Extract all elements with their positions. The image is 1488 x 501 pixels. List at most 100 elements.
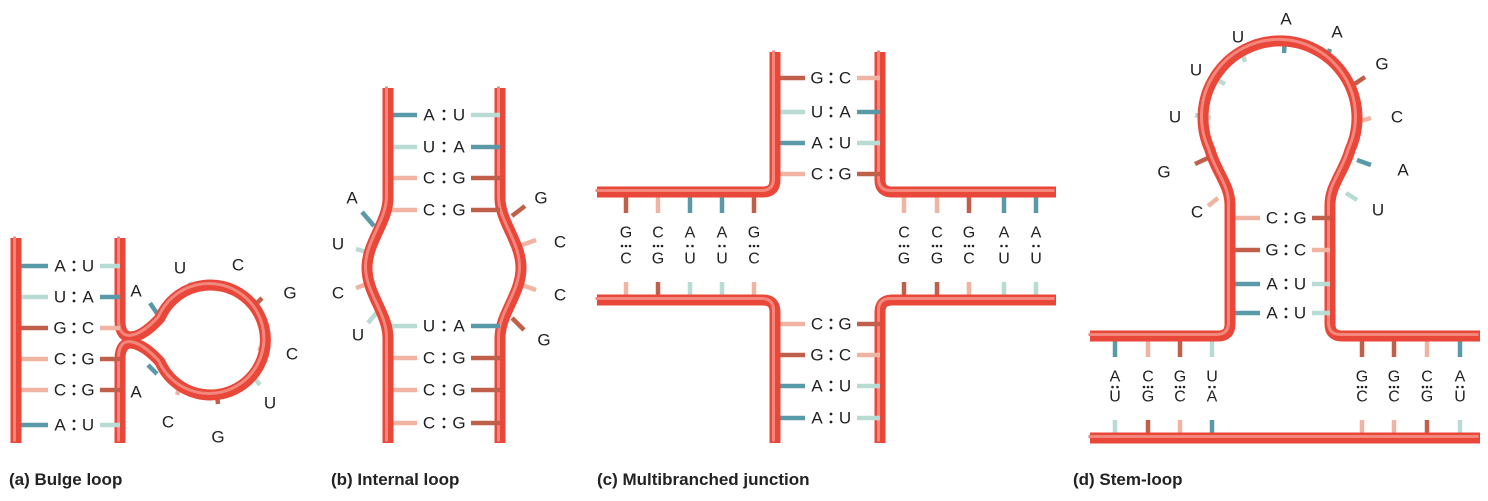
pair-bond-dot (1285, 287, 1288, 290)
pair-bond-dot (1426, 386, 1429, 389)
pair-bond-dot (1397, 386, 1400, 389)
pair-bond-dot (443, 150, 446, 153)
base-label-u: U (54, 288, 66, 307)
backbone-corner-bottom-left (597, 300, 775, 443)
pair-bond-dot (1208, 386, 1211, 389)
pair-bond-dot (73, 323, 76, 326)
base-label-a: A (839, 103, 851, 122)
pair-bond-dot (830, 169, 833, 172)
base-label-u: U (1190, 61, 1202, 80)
pair-bond-dot (1151, 386, 1154, 389)
base-label-u: U (1294, 304, 1306, 323)
base-tick-g (512, 318, 524, 330)
base-label-a: A (1280, 10, 1292, 29)
base-label-g: G (931, 251, 943, 268)
pair-bond-dot (443, 353, 446, 356)
base-label-a: A (811, 377, 823, 396)
base-label-g: G (620, 225, 632, 242)
base-label-c: C (1294, 241, 1306, 260)
base-label-u: U (1372, 201, 1384, 220)
pair-bond-dot (443, 213, 446, 216)
base-label-u: U (998, 251, 1010, 268)
base-label-c: C (1391, 108, 1403, 127)
base-label-g: G (810, 346, 823, 365)
pair-bond-dot (749, 245, 752, 248)
base-tick-a (1357, 160, 1371, 165)
base-label-g: G (53, 319, 66, 338)
base-label-a: A (453, 317, 465, 336)
pair-bond-dot (443, 385, 446, 388)
backbone-highlight (1089, 39, 1479, 334)
pair-bond-dot (830, 73, 833, 76)
base-label-g: G (1265, 241, 1278, 260)
pair-bond-dot (73, 292, 76, 295)
pair-bond-dot (723, 245, 726, 248)
base-label-g: G (652, 251, 664, 268)
base-label-c: C (839, 346, 851, 365)
stem-loop-ticks (1115, 37, 1460, 438)
pair-bond-dot (1175, 386, 1178, 389)
base-label-u: U (811, 103, 823, 122)
pair-bond-dot (757, 245, 760, 248)
pair-bond-dot (1461, 386, 1464, 389)
pair-bond-dot (907, 245, 910, 248)
pair-bond-dot (1365, 386, 1368, 389)
base-label-u: U (423, 138, 435, 157)
base-label-g: G (1421, 389, 1433, 406)
base-label-g: G (1388, 369, 1400, 386)
base-label-c: C (811, 315, 823, 334)
base-label-g: G (1293, 209, 1306, 228)
base-label-g: G (81, 350, 94, 369)
base-label-g: G (1375, 55, 1388, 74)
pair-bond-dot (443, 418, 446, 421)
base-label-c: C (423, 414, 435, 433)
base-label-a: A (1266, 304, 1278, 323)
base-label-c: C (839, 69, 851, 88)
base-label-c: C (423, 349, 435, 368)
pair-bond-dot (830, 138, 833, 141)
base-label-c: C (162, 413, 174, 432)
base-label-c: C (1266, 209, 1278, 228)
pair-bond-dot (1005, 245, 1008, 248)
pair-bond-dot (968, 245, 971, 248)
base-label-u: U (1294, 275, 1306, 294)
base-label-a: A (1031, 225, 1042, 242)
pair-bond-dot (830, 358, 833, 361)
base-label-g: G (748, 225, 760, 242)
pair-bond-dot (1179, 386, 1182, 389)
base-label-a: A (54, 416, 66, 435)
pair-bond-dot (1389, 386, 1392, 389)
backbone-highlight (879, 299, 1055, 442)
base-label-u: U (453, 106, 465, 125)
base-label-u: U (1232, 28, 1244, 47)
base-label-g: G (452, 169, 465, 188)
pair-bond-dot (830, 107, 833, 110)
base-label-a: A (82, 288, 94, 307)
base-label-u: U (716, 251, 728, 268)
backbone-corner-bottom-right (880, 300, 1056, 443)
base-label-a: A (1207, 389, 1218, 406)
base-label-u: U (264, 394, 276, 413)
base-label-u: U (1454, 389, 1466, 406)
backbone-upper-strand (1090, 41, 1480, 336)
base-label-g: G (838, 315, 851, 334)
base-label-g: G (1157, 163, 1170, 182)
pair-bond-dot (443, 329, 446, 332)
pair-bond-dot (1143, 386, 1146, 389)
pair-bond-dot (964, 245, 967, 248)
base-label-g: G (452, 349, 465, 368)
multibranched-junction-labels: GCUAAUCGCGGCAUAUGCCGAUAUGCCGCGGCAUAU (620, 69, 1042, 428)
pair-bond-dot (718, 245, 721, 248)
base-label-a: A (1397, 161, 1409, 180)
base-label-g: G (1174, 369, 1186, 386)
pair-bond-dot (1285, 316, 1288, 319)
base-label-g: G (1356, 369, 1368, 386)
multibranched-junction-ticks (626, 78, 1036, 418)
base-label-c: C (1191, 203, 1203, 222)
backbone-highlight (596, 51, 774, 191)
base-label-a: A (130, 282, 142, 301)
base-label-c: C (898, 225, 910, 242)
pair-bond-dot (443, 110, 446, 113)
pair-bond-dot (1116, 386, 1119, 389)
base-label-g: G (838, 165, 851, 184)
